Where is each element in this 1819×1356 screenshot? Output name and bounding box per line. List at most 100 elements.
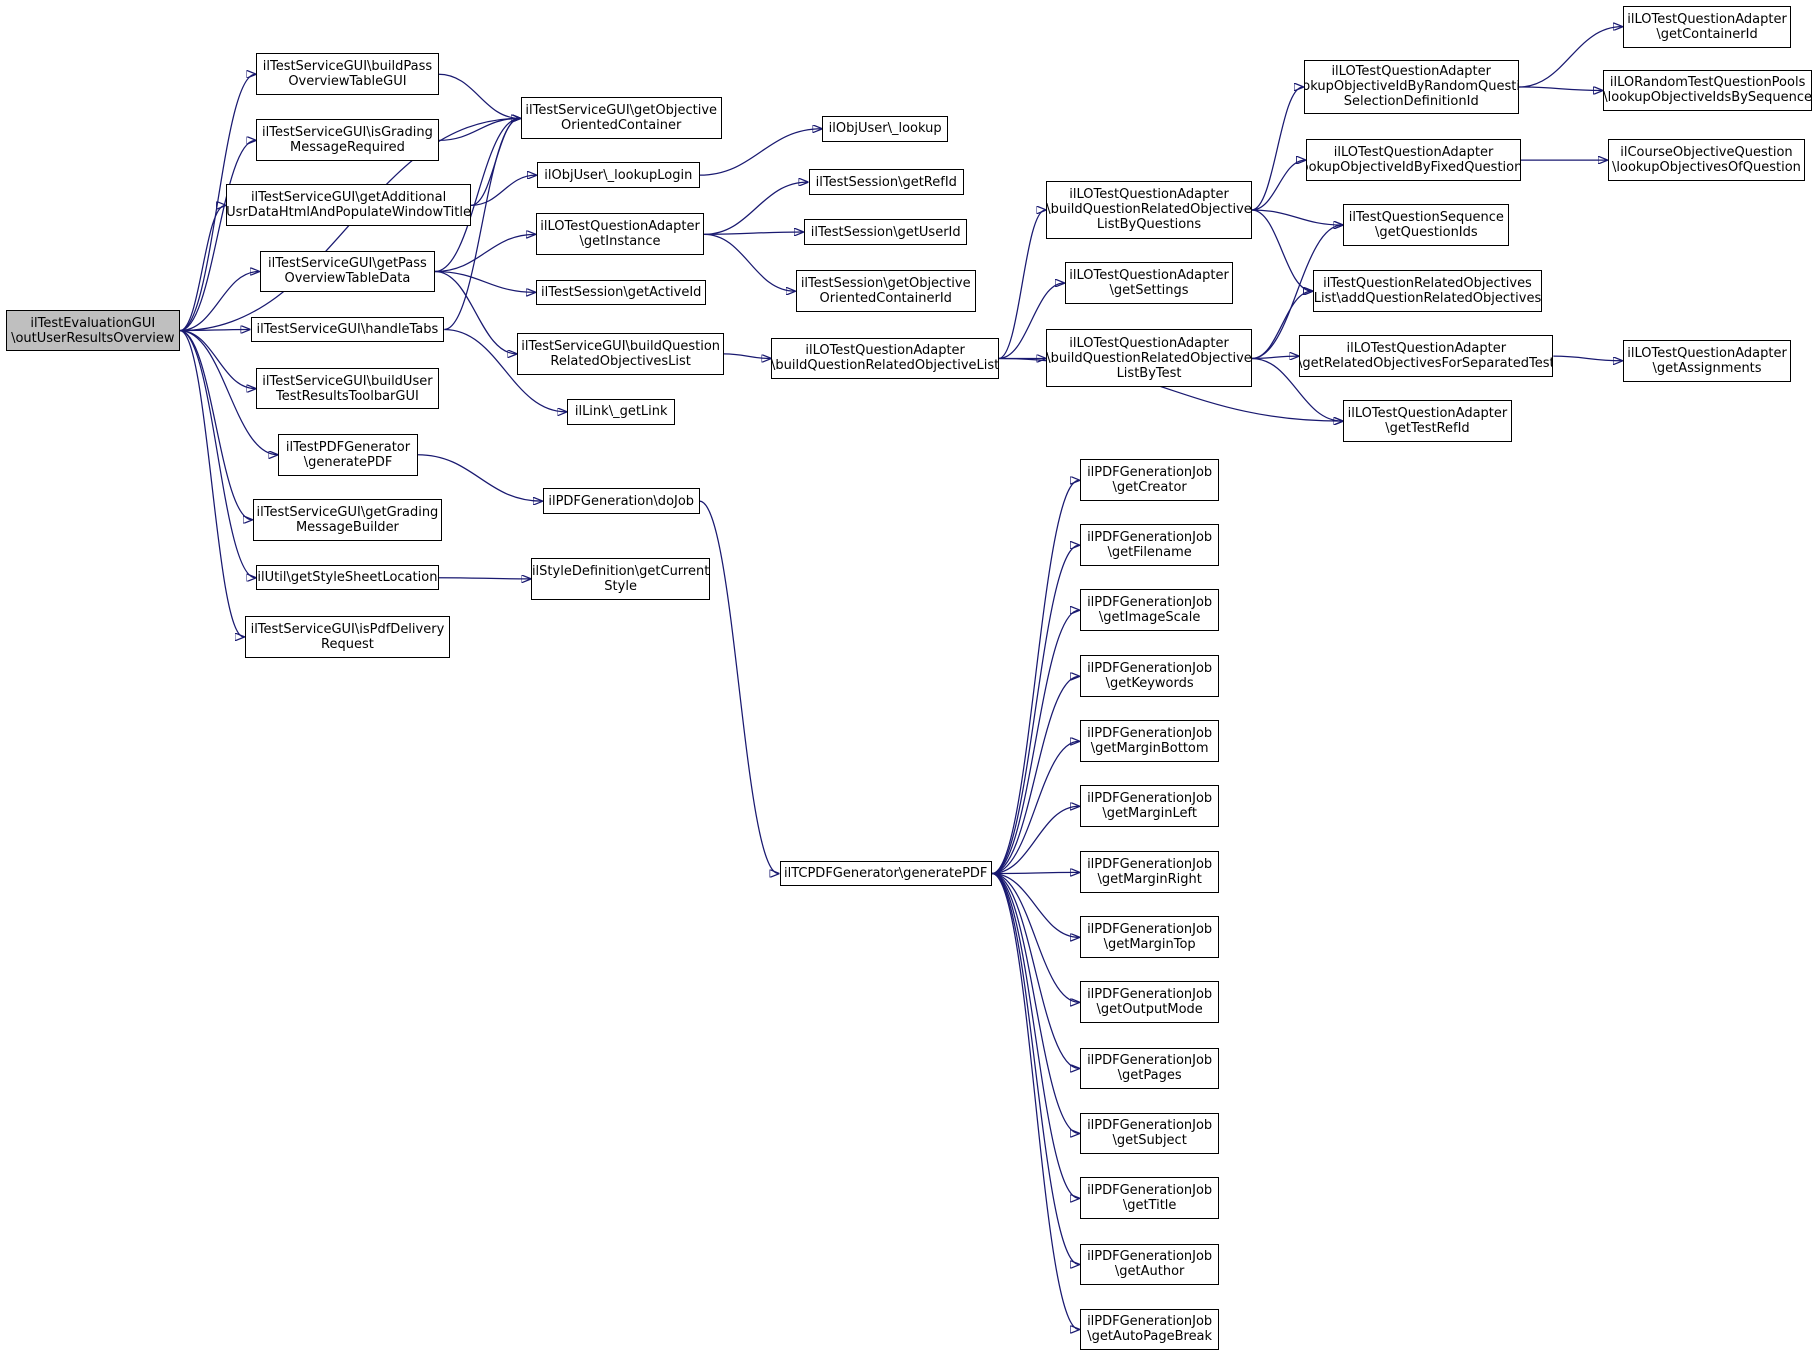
node-jCreator[interactable]: ilPDFGenerationJob\getCreator <box>1080 459 1220 502</box>
node-loGetInstance[interactable]: ilLOTestQuestionAdapter\getInstance <box>535 213 705 256</box>
node-loAssignments[interactable]: ilLOTestQuestionAdapter\getAssignments <box>1622 339 1792 382</box>
node-label-line: ilPDFGenerationJob <box>1087 661 1213 677</box>
node-label-line: \getOutputMode <box>1096 1002 1203 1018</box>
node-label-line: ilTestServiceGUI\buildQuestion <box>521 338 721 354</box>
node-label-line: MessageBuilder <box>295 519 399 535</box>
edge-getPassData-to-loGetInstance <box>435 234 535 273</box>
node-label-line: ilTestQuestionRelatedObjectives <box>1323 276 1532 292</box>
node-label-line: ilTestServiceGUI\buildPass <box>262 59 433 75</box>
node-jAuthor[interactable]: ilPDFGenerationJob\getAuthor <box>1080 1243 1220 1286</box>
node-label-line: \getPages <box>1117 1068 1182 1084</box>
node-loTestRefId[interactable]: ilLOTestQuestionAdapter\getTestRefId <box>1343 400 1512 442</box>
node-label-line: ilLORandomTestQuestionPools <box>1609 75 1806 91</box>
node-getLink[interactable]: ilLink\_getLink <box>567 399 676 425</box>
edge-handleTabs-to-getLink <box>444 328 566 411</box>
node-jImageScale[interactable]: ilPDFGenerationJob\getImageScale <box>1080 589 1220 632</box>
node-label-line: Request <box>321 636 374 652</box>
node-label-line: \buildQuestionRelatedObjective <box>1046 350 1252 366</box>
node-getActiveId[interactable]: ilTestSession\getActiveId <box>535 279 707 306</box>
node-loRelSep[interactable]: ilLOTestQuestionAdapter\getRelatedObject… <box>1299 335 1554 377</box>
node-jTitle[interactable]: ilPDFGenerationJob\getTitle <box>1080 1177 1220 1220</box>
node-jMarginLeft[interactable]: ilPDFGenerationJob\getMarginLeft <box>1080 785 1220 828</box>
node-label-line: \lookupObjectiveIdByRandomQuestion <box>1305 79 1518 95</box>
edge-getPassData-to-objContainer <box>434 118 520 273</box>
node-label-line: \lookupObjectivesOfQuestion <box>1612 160 1801 176</box>
node-jSubject[interactable]: ilPDFGenerationJob\getSubject <box>1080 1112 1220 1155</box>
node-jMarginBottom[interactable]: ilPDFGenerationJob\getMarginBottom <box>1080 720 1220 763</box>
node-getRefId[interactable]: ilTestSession\getRefId <box>808 169 964 195</box>
edge-root-to-styleSheet <box>179 329 256 578</box>
edge-loBuildQROList-to-loGetSettings <box>998 283 1064 360</box>
node-jOutputMode[interactable]: ilPDFGenerationJob\getOutputMode <box>1080 981 1220 1024</box>
node-loLookupRandom[interactable]: ilLOTestQuestionAdapter\lookupObjectiveI… <box>1303 60 1519 114</box>
node-loByTest[interactable]: ilLOTestQuestionAdapter\buildQuestionRel… <box>1046 329 1252 388</box>
node-jMarginRight[interactable]: ilPDFGenerationJob\getMarginRight <box>1080 851 1220 894</box>
node-jPages[interactable]: ilPDFGenerationJob\getPages <box>1080 1047 1220 1090</box>
edge-root-to-isGrading <box>179 140 256 332</box>
node-label-line: ilLOTestQuestionAdapter <box>1069 268 1229 284</box>
node-label-line: \getRelatedObjectivesForSeparatedTest <box>1299 356 1554 372</box>
node-label-line: ilTestQuestionSequence <box>1348 210 1504 226</box>
node-label-line: ilTestServiceGUI\isGrading <box>262 125 433 141</box>
node-jKeywords[interactable]: ilPDFGenerationJob\getKeywords <box>1080 655 1220 698</box>
node-lookupLogin[interactable]: ilObjUser\_lookupLogin <box>537 162 700 188</box>
edge-root-to-getPassData <box>179 271 259 332</box>
node-label-line: ilTestServiceGUI\buildUser <box>262 373 433 389</box>
node-loContainerId[interactable]: ilLOTestQuestionAdapter\getContainerId <box>1622 5 1792 48</box>
node-label-line: ilLOTestQuestionAdapter <box>805 343 965 359</box>
node-pdfGen[interactable]: ilTestPDFGenerator\generatePDF <box>278 433 418 476</box>
edge-tcpdf-to-jCreator <box>991 480 1079 875</box>
node-lookup[interactable]: ilObjUser\_lookup <box>822 116 948 142</box>
node-label-line: ilLOTestQuestionAdapter <box>1627 345 1787 361</box>
node-styleSheet[interactable]: ilUtil\getStyleSheetLocation <box>256 564 439 591</box>
node-label-line: ListByTest <box>1116 365 1182 381</box>
node-tcpdf[interactable]: ilTCPDFGenerator\generatePDF <box>779 860 992 887</box>
node-label-line: ilCourseObjectiveQuestion <box>1620 145 1793 161</box>
edge-root-to-getAdditional <box>179 205 225 332</box>
edge-buildPass-to-objContainer <box>438 73 520 118</box>
node-jMarginTop[interactable]: ilPDFGenerationJob\getMarginTop <box>1080 916 1220 959</box>
node-label-line: ilLOTestQuestionAdapter <box>1069 187 1229 203</box>
node-label-line: ilPDFGenerationJob <box>1087 1118 1213 1134</box>
node-loRandomPools[interactable]: ilLORandomTestQuestionPools\lookupObject… <box>1603 69 1813 112</box>
node-loLookupFixed[interactable]: ilLOTestQuestionAdapter\lookupObjectiveI… <box>1306 139 1521 181</box>
node-label-line: ilTestServiceGUI\getPass <box>268 256 427 272</box>
node-loGetSettings[interactable]: ilLOTestQuestionAdapter\getSettings <box>1064 262 1234 304</box>
node-label-line: ilPDFGenerationJob <box>1087 791 1213 807</box>
node-label-line: ilLOTestQuestionAdapter <box>1069 335 1229 351</box>
edge-tcpdf-to-jImageScale <box>991 610 1079 875</box>
node-courseObjQ[interactable]: ilCourseObjectiveQuestion\lookupObjectiv… <box>1607 139 1806 181</box>
node-label-line: \generatePDF <box>303 454 393 470</box>
node-label-line: ilPDFGenerationJob <box>1087 922 1213 938</box>
edge-loGetInstance-to-getRefId <box>704 182 807 235</box>
node-jAutoPageBreak[interactable]: ilPDFGenerationJob\getAutoPageBreak <box>1080 1308 1220 1351</box>
node-loByQuestions[interactable]: ilLOTestQuestionAdapter\buildQuestionRel… <box>1046 180 1252 239</box>
edge-loBuildQROList-to-loByQuestions <box>998 210 1046 360</box>
node-loBuildQROList[interactable]: ilLOTestQuestionAdapter\buildQuestionRel… <box>771 337 999 380</box>
node-jFilename[interactable]: ilPDFGenerationJob\getFilename <box>1080 524 1220 567</box>
node-label-line: ilObjUser\_lookup <box>828 121 942 137</box>
node-label-line: \getMarginLeft <box>1102 806 1197 822</box>
node-label-line: \getSubject <box>1112 1133 1187 1149</box>
node-handleTabs[interactable]: ilTestServiceGUI\handleTabs <box>250 316 445 343</box>
node-doJob[interactable]: ilPDFGeneration\doJob <box>542 488 700 514</box>
node-label-line: \getImageScale <box>1098 610 1201 626</box>
node-qSeq[interactable]: ilTestQuestionSequence\getQuestionIds <box>1343 204 1510 246</box>
edge-buildQROList-to-loBuildQROList <box>723 353 771 359</box>
edge-handleTabs-to-objContainer <box>444 118 520 331</box>
edge-isGrading-to-objContainer <box>438 118 520 141</box>
node-getUserId[interactable]: ilTestSession\getUserId <box>803 219 968 245</box>
node-root[interactable]: ilTestEvaluationGUI\outUserResultsOvervi… <box>5 309 180 352</box>
